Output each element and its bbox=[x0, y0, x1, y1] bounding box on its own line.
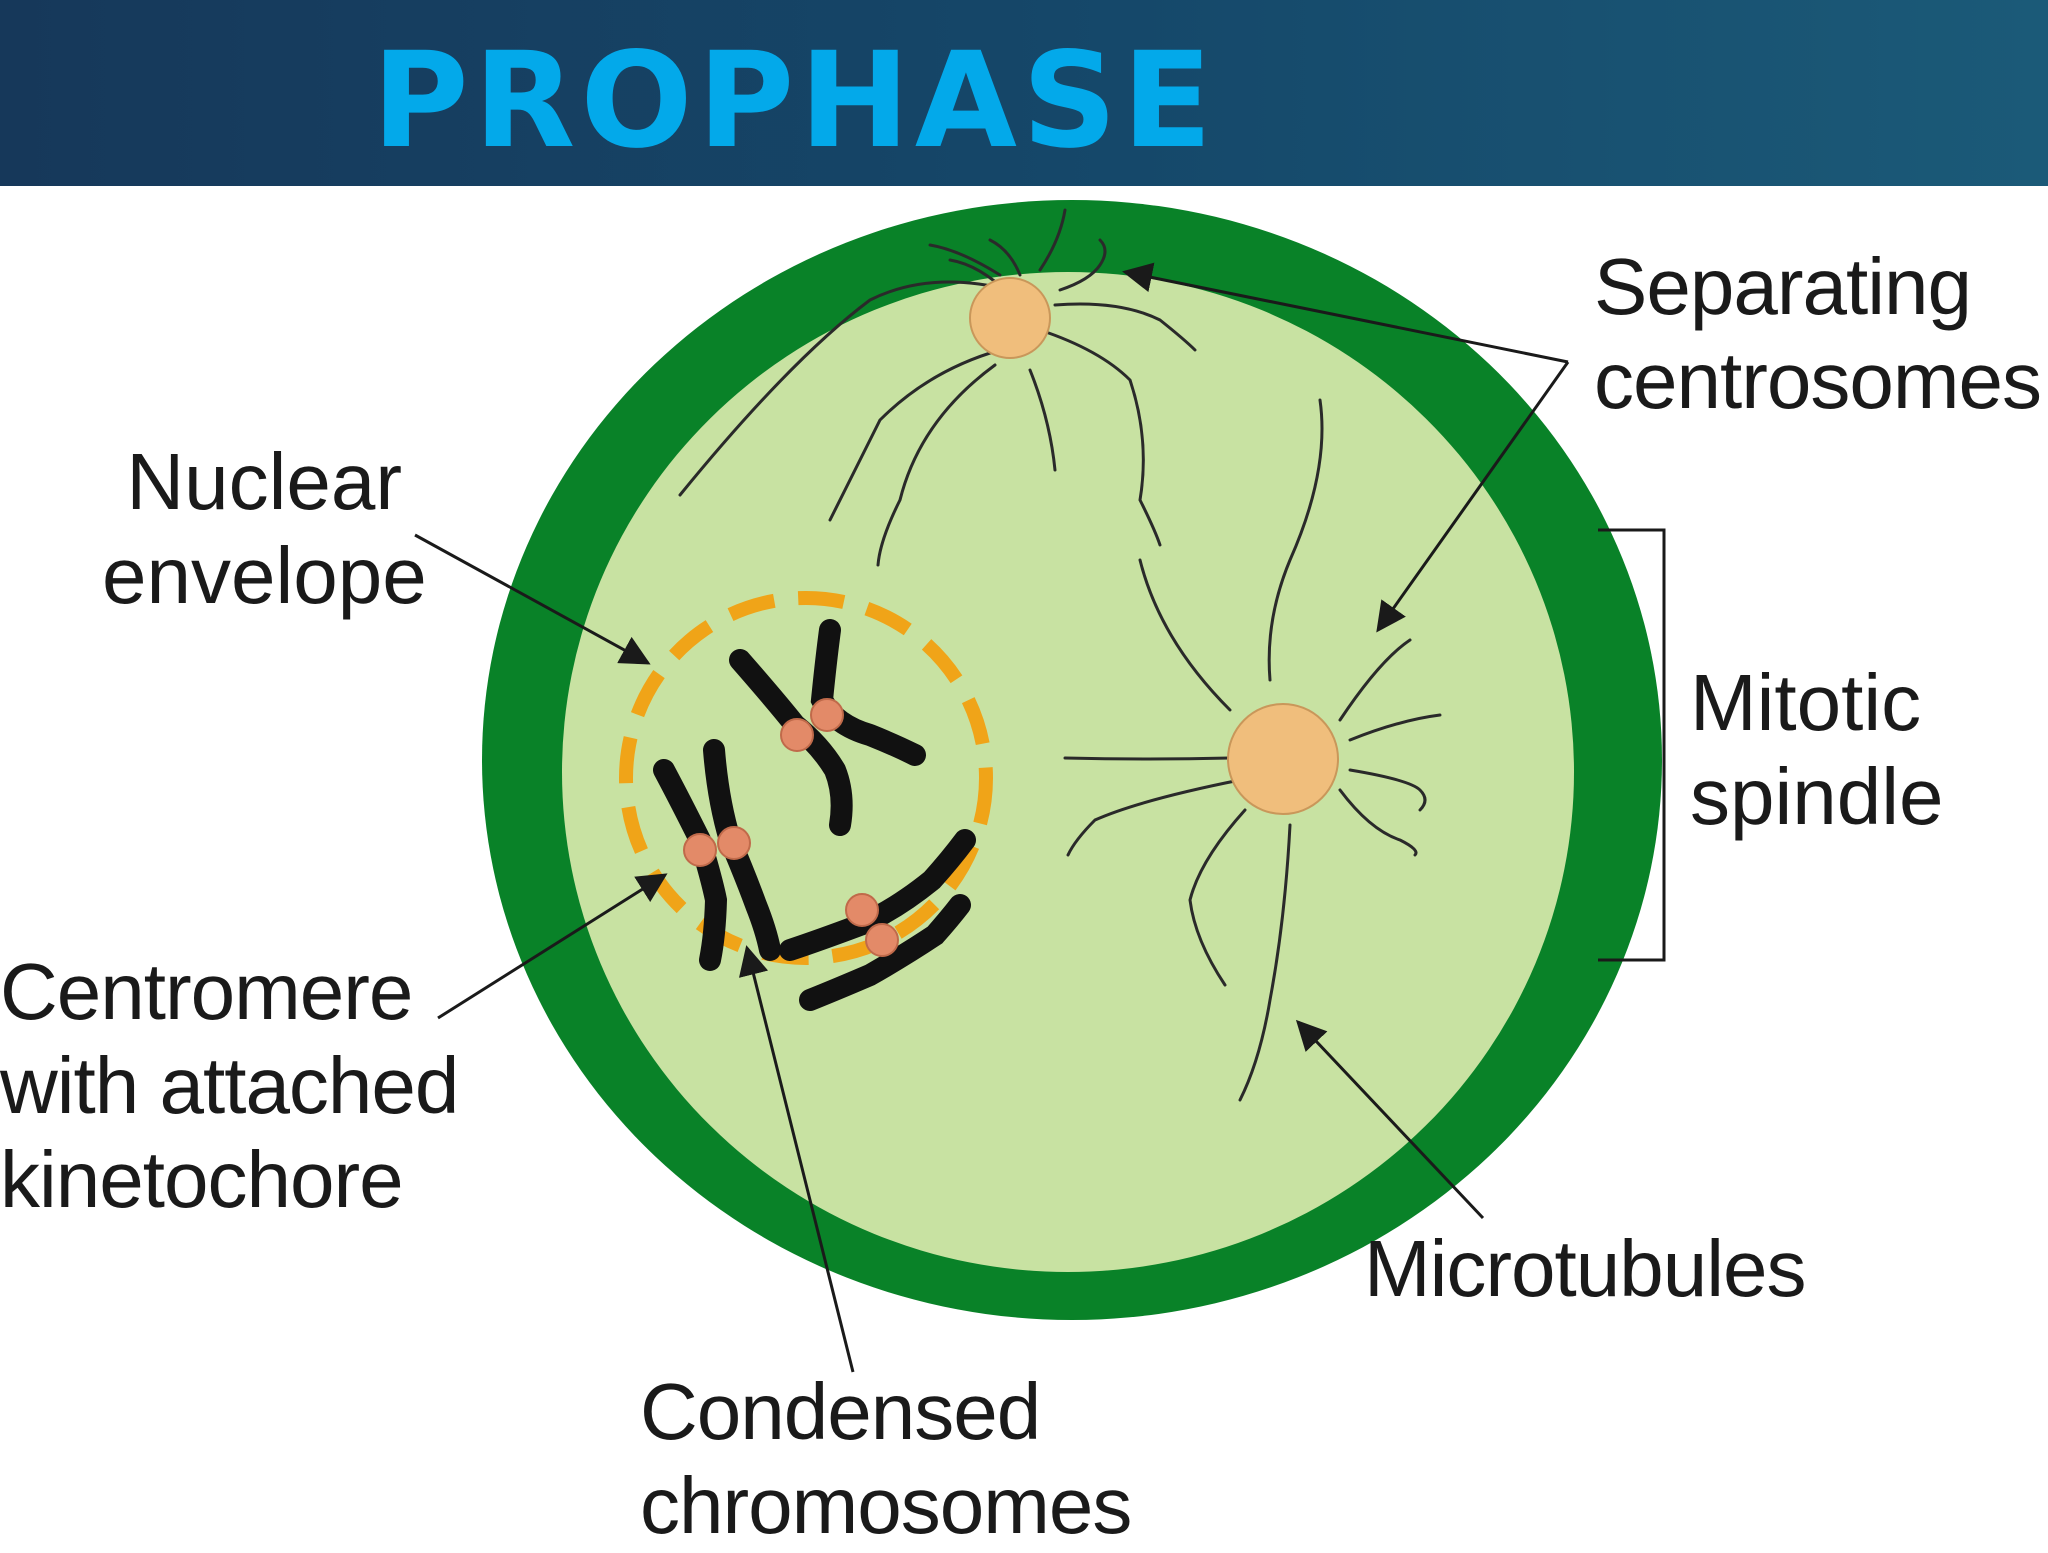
centrosome-top bbox=[678, 208, 1197, 567]
chromosome-2-chromatid-b bbox=[703, 739, 781, 961]
centromere-2a bbox=[683, 833, 717, 867]
label-line: Condensed bbox=[640, 1367, 1041, 1456]
label-line: envelope bbox=[102, 531, 427, 620]
nuclear-envelope bbox=[619, 591, 993, 965]
cell bbox=[482, 200, 1662, 1320]
slide-title: PROPHASE bbox=[372, 24, 1218, 178]
label-condensed-chromosomes: Condensed chromosomes bbox=[640, 1365, 1132, 1553]
label-mitotic-spindle: Mitotic spindle bbox=[1690, 656, 1944, 844]
centrosome-right-body bbox=[1227, 703, 1339, 815]
label-microtubules: Microtubules bbox=[1364, 1222, 1807, 1316]
chromosome-3-chromatid-a bbox=[779, 829, 976, 961]
centromeres bbox=[683, 698, 899, 957]
chromosome-2-chromatid-a bbox=[653, 759, 728, 971]
centromere-3a bbox=[845, 893, 879, 927]
label-nuclear-envelope: Nuclear envelope bbox=[102, 435, 427, 623]
label-line: Nuclear bbox=[126, 437, 402, 526]
label-centromere: Centromere with attached kinetochore bbox=[0, 945, 459, 1227]
arrow-microtubules bbox=[1295, 1019, 1485, 1220]
leader-lines bbox=[414, 262, 1666, 1373]
label-line: chromosomes bbox=[640, 1461, 1132, 1550]
title-bar: PROPHASE bbox=[0, 0, 2048, 186]
centromere-1a bbox=[780, 718, 814, 752]
arrow-condensed-chromosomes bbox=[738, 945, 855, 1373]
bracket-mitotic-spindle bbox=[1598, 528, 1666, 962]
label-separating-centrosomes: Separating centrosomes bbox=[1594, 240, 2042, 428]
label-line: spindle bbox=[1690, 752, 1944, 841]
label-line: Microtubules bbox=[1364, 1224, 1807, 1313]
centrosome-top-body bbox=[969, 277, 1051, 359]
label-line: Mitotic bbox=[1690, 658, 1922, 747]
centromere-3b bbox=[865, 923, 899, 957]
centromere-1b bbox=[810, 698, 844, 732]
arrow-separating-centrosomes-top bbox=[1122, 262, 1569, 364]
centromere-2b bbox=[717, 826, 751, 860]
label-line: with attached bbox=[0, 1041, 459, 1130]
label-line: centrosomes bbox=[1594, 336, 2042, 425]
label-line: Centromere bbox=[0, 947, 413, 1036]
centrosome-right bbox=[1063, 398, 1442, 1102]
chromosome-3-chromatid-b bbox=[799, 894, 971, 1011]
prophase-diagram bbox=[414, 200, 1666, 1373]
arrow-nuclear-envelope bbox=[414, 533, 651, 665]
label-line: kinetochore bbox=[0, 1135, 404, 1224]
arrow-centromere bbox=[437, 873, 668, 1020]
arrow-separating-centrosomes-right bbox=[1376, 361, 1570, 633]
label-line: Separating bbox=[1594, 242, 1972, 331]
